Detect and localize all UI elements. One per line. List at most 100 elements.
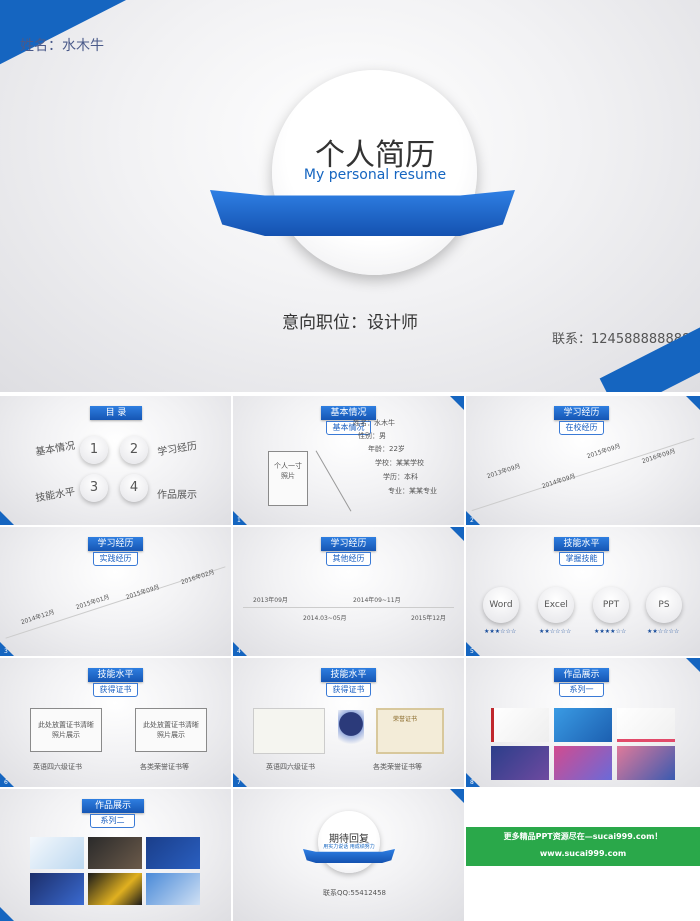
work-thumbnail	[146, 837, 200, 869]
field: 姓名：水木牛	[353, 419, 395, 427]
skill-circle: PPT	[593, 587, 629, 623]
works-slide-1[interactable]: 作品展示 系列一 8	[466, 658, 700, 787]
title-ribbon	[210, 190, 515, 236]
thanks-subtitle: 用实力说话 用成绩努力	[323, 844, 375, 850]
slide-number: 8	[470, 779, 474, 786]
field: 性别：男	[358, 432, 386, 440]
slide-title: 作品展示	[82, 799, 144, 813]
basic-info-slide[interactable]: 基本情况 基本情况 个人一寸照片 姓名：水木牛 性别：男 年龄：22岁 学校：某…	[233, 396, 464, 525]
ad-band	[466, 827, 700, 866]
honor-certificate	[376, 708, 444, 754]
cert-caption: 各类荣誉证书等	[140, 763, 189, 771]
work-thumbnail	[491, 708, 549, 742]
work-thumbnail	[30, 873, 84, 905]
skill-circle: Excel	[538, 587, 574, 623]
thanks-title: 期待回复	[329, 834, 369, 845]
skill-stars: ★★☆☆☆☆	[539, 628, 572, 635]
work-thumbnail	[491, 746, 549, 780]
slide-subtitle: 实践经历	[93, 552, 138, 566]
slide-subtitle: 获得证书	[93, 683, 138, 697]
timeline-date: 2015年09月	[586, 442, 622, 461]
toc-item-label: 学习经历	[156, 440, 198, 459]
cover-slide[interactable]: 姓名：水木牛 个人简历 My personal resume 意向职位：设计师 …	[0, 0, 700, 392]
honor-label: 荣誉证书	[393, 716, 418, 723]
photo-placeholder	[268, 451, 308, 506]
work-thumbnail	[554, 746, 612, 780]
cert-caption: 各类荣誉证书等	[373, 763, 422, 771]
works-slide-2[interactable]: 作品展示 系列二	[0, 789, 231, 921]
other-slide[interactable]: 学习经历 其他经历 2013年09月 2014.03~05月 2014年09~1…	[233, 527, 464, 656]
slide-title: 技能水平	[554, 537, 609, 551]
cert-placeholder: 此处放置证书清晰照片展示	[143, 721, 199, 739]
ad-line-1: 更多精品PPT资源尽在—sucai999.com！	[503, 832, 663, 841]
slide-title: 学习经历	[554, 406, 609, 420]
work-thumbnail	[617, 746, 675, 780]
timeline-date: 2014年09月	[541, 472, 577, 491]
slide-subtitle: 系列二	[90, 814, 135, 828]
toc-number: 3	[80, 474, 108, 502]
timeline-date: 2014年09~11月	[353, 597, 401, 604]
slide-subtitle: 获得证书	[326, 683, 371, 697]
work-thumbnail	[88, 873, 142, 905]
practice-slide[interactable]: 学习经历 实践经历 2014年12月 2015年01月 2015年09月 201…	[0, 527, 231, 656]
cert-photo	[253, 708, 325, 754]
slide-number: 4	[237, 648, 241, 655]
cover-contact: 联系：1245888888888	[552, 332, 699, 347]
skill-stars: ★★☆☆☆☆	[647, 628, 680, 635]
cover-name: 姓名：水木牛	[20, 38, 104, 54]
cover-subtitle: My personal resume	[303, 167, 447, 183]
slide-title: 作品展示	[554, 668, 609, 682]
toc-item-label: 技能水平	[34, 486, 76, 505]
thanks-slide[interactable]: 期待回复 用实力说话 用成绩努力 联系QQ:55412458	[233, 789, 464, 921]
slide-subtitle: 掌握技能	[559, 552, 604, 566]
photo-label: 个人一寸照片	[274, 462, 302, 480]
slide-number: 5	[470, 648, 474, 655]
slide-number: 2	[470, 517, 474, 524]
toc-slide[interactable]: 目 录 基本情况 1 2 学习经历 技能水平 3 4 作品展示	[0, 396, 231, 525]
slide-number: 1	[237, 517, 241, 524]
cert-photo-slide[interactable]: 技能水平 获得证书 荣誉证书 英语四六级证书 各类荣誉证书等 7	[233, 658, 464, 787]
thanks-contact: 联系QQ:55412458	[323, 889, 387, 897]
cert-caption: 英语四六级证书	[33, 763, 82, 771]
slide-title: 学习经历	[321, 537, 376, 551]
slide-title: 技能水平	[321, 668, 376, 682]
cert-slide[interactable]: 技能水平 获得证书 此处放置证书清晰照片展示 此处放置证书清晰照片展示 英语四六…	[0, 658, 231, 787]
skill-stars: ★★★☆☆☆	[484, 628, 517, 635]
timeline-date: 2015年12月	[411, 615, 446, 622]
cert-box	[135, 708, 207, 752]
timeline-date: 2013年09月	[253, 597, 288, 604]
slide-title: 学习经历	[88, 537, 143, 551]
timeline-date: 2016年02月	[180, 568, 216, 587]
slide-number: 3	[4, 648, 8, 655]
slide-title: 技能水平	[88, 668, 143, 682]
cert-caption: 英语四六级证书	[266, 763, 315, 771]
toc-item-label: 作品展示	[157, 490, 197, 501]
field: 学历：本科	[383, 473, 418, 481]
skill-stars: ★★★★☆☆	[594, 628, 627, 635]
skill-circle: PS	[646, 587, 682, 623]
ad-line-2: www.sucai999.com	[539, 849, 627, 858]
work-thumbnail	[146, 873, 200, 905]
field: 学校：某某学校	[375, 459, 424, 467]
slide-number: 6	[4, 779, 8, 786]
toc-title: 目 录	[90, 406, 142, 420]
slide-subtitle: 其他经历	[326, 552, 371, 566]
title-circle	[272, 70, 477, 275]
toc-number: 2	[120, 436, 148, 464]
timeline-date: 2013年09月	[486, 462, 522, 481]
thanks-ribbon	[303, 849, 395, 863]
slide-subtitle: 在校经历	[559, 421, 604, 435]
timeline-date: 2015年09月	[125, 583, 161, 602]
cover-title: 个人简历	[315, 138, 435, 173]
skills-slide[interactable]: 技能水平 掌握技能 Word Excel PPT PS ★★★☆☆☆ ★★☆☆☆…	[466, 527, 700, 656]
mascot-image	[338, 710, 364, 750]
work-thumbnail	[554, 708, 612, 742]
slide-subtitle: 系列一	[559, 683, 604, 697]
toc-item-label: 基本情况	[34, 440, 76, 459]
ad-banner[interactable]: 更多精品PPT资源尽在—sucai999.com！ www.sucai999.c…	[466, 789, 700, 921]
toc-number: 1	[80, 436, 108, 464]
slide-subtitle: 基本情况	[326, 421, 371, 435]
slide-title: 基本情况	[321, 406, 376, 420]
study-slide[interactable]: 学习经历 在校经历 2013年09月 2014年09月 2015年09月 201…	[466, 396, 700, 525]
